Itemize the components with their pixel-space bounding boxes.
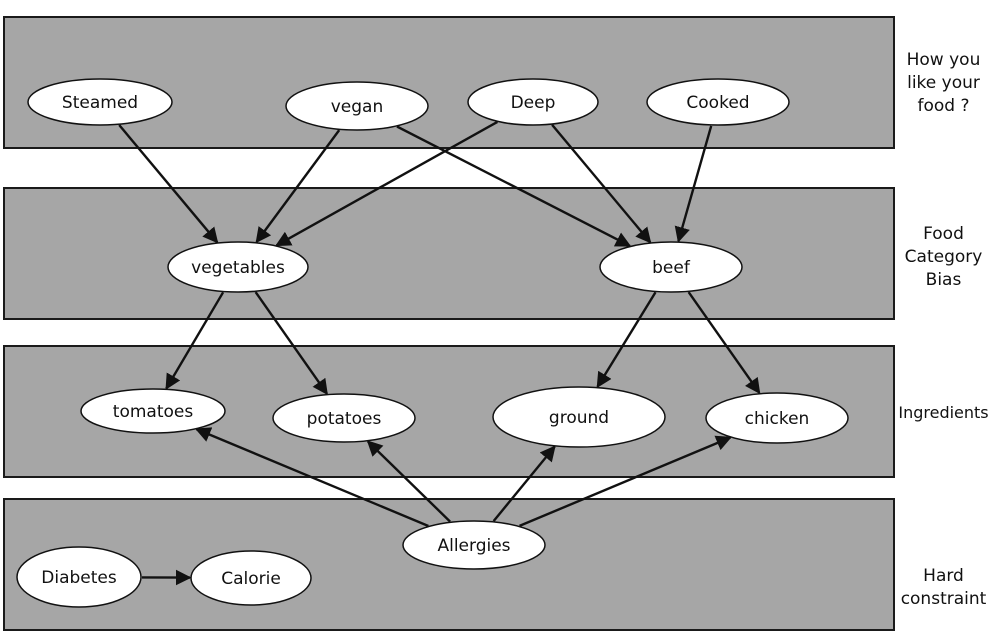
- node-label-cooked: Cooked: [686, 93, 749, 113]
- node-label-tomatoes: tomatoes: [113, 402, 194, 422]
- node-diabetes: Diabetes: [16, 546, 142, 608]
- node-ellipse-cooked: [646, 78, 790, 126]
- node-ellipse-vegetables: [167, 241, 309, 293]
- layer-label-ingredients: Ingredients: [896, 401, 991, 424]
- node-ellipse-tomatoes: [80, 388, 226, 434]
- layer-label-line: Food: [923, 224, 964, 244]
- edge-allergies-to-tomatoes: [194, 427, 429, 528]
- edge-vegetables-to-tomatoes: [165, 291, 225, 390]
- node-potatoes: potatoes: [272, 393, 416, 443]
- node-label-ground: ground: [549, 408, 609, 428]
- node-beef: beef: [599, 241, 743, 293]
- node-label-vegan: vegan: [331, 97, 384, 117]
- layer-label-line: How you: [906, 50, 981, 70]
- edge-beef-to-ground: [596, 291, 657, 389]
- node-ellipse-beef: [599, 241, 743, 293]
- node-ellipse-ground: [492, 386, 666, 448]
- edge-cooked-to-beef: [674, 125, 713, 243]
- nodes-group: Steamed vegan Deep Cooked vegetables beef toma…: [16, 78, 849, 608]
- layer-label-line: Hard: [923, 566, 964, 586]
- layer-label-category: Food Category Bias: [896, 223, 991, 292]
- node-ellipse-steamed: [27, 78, 173, 126]
- edge-vegan-to-beef: [396, 125, 632, 247]
- layer-label-line: constraint: [900, 589, 987, 609]
- layer-label-line: Category: [904, 247, 983, 267]
- node-vegan: vegan: [285, 81, 429, 131]
- node-allergies: Allergies: [402, 520, 546, 570]
- node-vegetables: vegetables: [167, 241, 309, 293]
- node-label-steamed: Steamed: [62, 93, 138, 113]
- layer-label-preference: How you like your food ?: [896, 49, 991, 118]
- layer-label-line: food ?: [917, 96, 970, 116]
- edge-vegan-to-vegetables: [255, 129, 341, 244]
- node-chicken: chicken: [705, 392, 849, 444]
- edges-group: [118, 120, 761, 586]
- node-label-chicken: chicken: [745, 409, 810, 429]
- node-ellipse-diabetes: [16, 546, 142, 608]
- node-label-beef: beef: [652, 258, 691, 278]
- node-ellipse-allergies: [402, 520, 546, 570]
- node-ellipse-calorie: [190, 550, 312, 606]
- layer-label-line: Bias: [925, 270, 962, 290]
- node-ellipse-deep: [467, 78, 599, 126]
- node-cooked: Cooked: [646, 78, 790, 126]
- edge-allergies-to-potatoes: [366, 440, 451, 523]
- layer-label-line: like your: [907, 73, 980, 93]
- node-label-diabetes: Diabetes: [41, 568, 117, 588]
- node-ellipse-potatoes: [272, 393, 416, 443]
- edge-beef-to-chicken: [687, 291, 761, 395]
- node-steamed: Steamed: [27, 78, 173, 126]
- node-deep: Deep: [467, 78, 599, 126]
- node-calorie: Calorie: [190, 550, 312, 606]
- node-ground: ground: [492, 386, 666, 448]
- edge-deep-to-beef: [551, 124, 652, 244]
- node-label-vegetables: vegetables: [191, 258, 285, 278]
- node-label-potatoes: potatoes: [307, 409, 382, 429]
- node-label-calorie: Calorie: [221, 569, 281, 589]
- layer-label-line: Ingredients: [898, 403, 989, 422]
- layer-band-category: [3, 187, 895, 320]
- edge-vegetables-to-potatoes: [254, 291, 328, 396]
- edge-steamed-to-vegetables: [118, 124, 219, 244]
- edge-allergies-to-ground: [492, 445, 556, 522]
- node-label-allergies: Allergies: [437, 536, 510, 556]
- edge-deep-to-vegetables: [275, 120, 498, 247]
- node-ellipse-vegan: [285, 81, 429, 131]
- node-ellipse-chicken: [705, 392, 849, 444]
- node-label-deep: Deep: [511, 93, 556, 113]
- layer-label-constraint: Hard constraint: [896, 565, 991, 611]
- node-tomatoes: tomatoes: [80, 388, 226, 434]
- edge-allergies-to-chicken: [519, 435, 732, 528]
